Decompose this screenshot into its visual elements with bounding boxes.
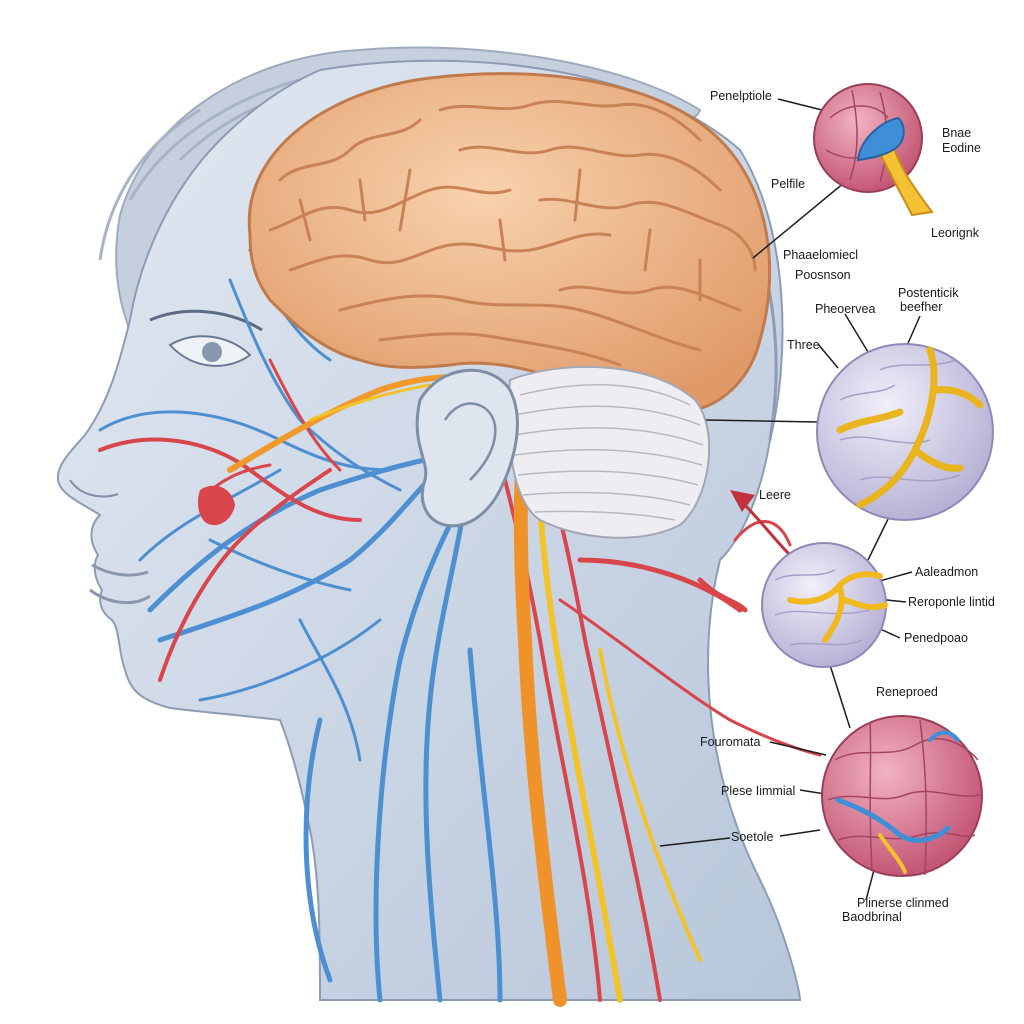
label-leere: Leere — [759, 488, 791, 502]
brain — [247, 72, 772, 416]
label-eodine: Eodine — [942, 141, 981, 155]
label-plese-iimmial: Plese Iimmial — [721, 784, 796, 798]
label-penedpoao: Penedpoao — [904, 631, 968, 645]
label-penelptiole: Penelptiole — [710, 89, 772, 103]
ear — [415, 368, 519, 528]
lower-cell — [761, 542, 888, 668]
label-three: Three — [787, 338, 820, 352]
cerebellum — [507, 365, 711, 539]
label-pheoervea: Pheoervea — [815, 302, 876, 316]
top-cell — [813, 83, 934, 217]
nostril — [69, 479, 119, 498]
mid-cell — [816, 343, 994, 521]
arrow-head — [730, 490, 755, 512]
label-reroponle-lintid: Reroponle lintid — [908, 595, 995, 609]
arrow-shaft — [740, 500, 792, 557]
lips — [89, 563, 151, 605]
label-aaleadmon: Aaleadmon — [915, 565, 979, 579]
label-beefher: beefher — [900, 300, 943, 314]
label-baodbrinal: Baodbrinal — [842, 910, 902, 924]
label-phaaelomiecl: Phaaelomiecl — [783, 248, 859, 262]
label-fouromata: Fouromata — [700, 735, 761, 749]
nerve-network — [227, 374, 702, 1007]
label-reneproed: Reneproed — [876, 685, 938, 699]
eye — [149, 309, 263, 367]
label-bnae: Bnae — [942, 126, 972, 140]
cheek-artery-patch — [197, 485, 235, 526]
label-postenticik: Postenticik — [898, 286, 959, 300]
label-pelfile: Pelfile — [771, 177, 806, 191]
label-poosnson: Poosnson — [795, 268, 851, 282]
bottom-cell — [821, 715, 983, 877]
label-soetole: Soetole — [731, 830, 774, 844]
label-plinerse-clinmed: Plinerse clinmed — [857, 896, 949, 910]
label-leorignk: Leorignk — [931, 226, 979, 240]
